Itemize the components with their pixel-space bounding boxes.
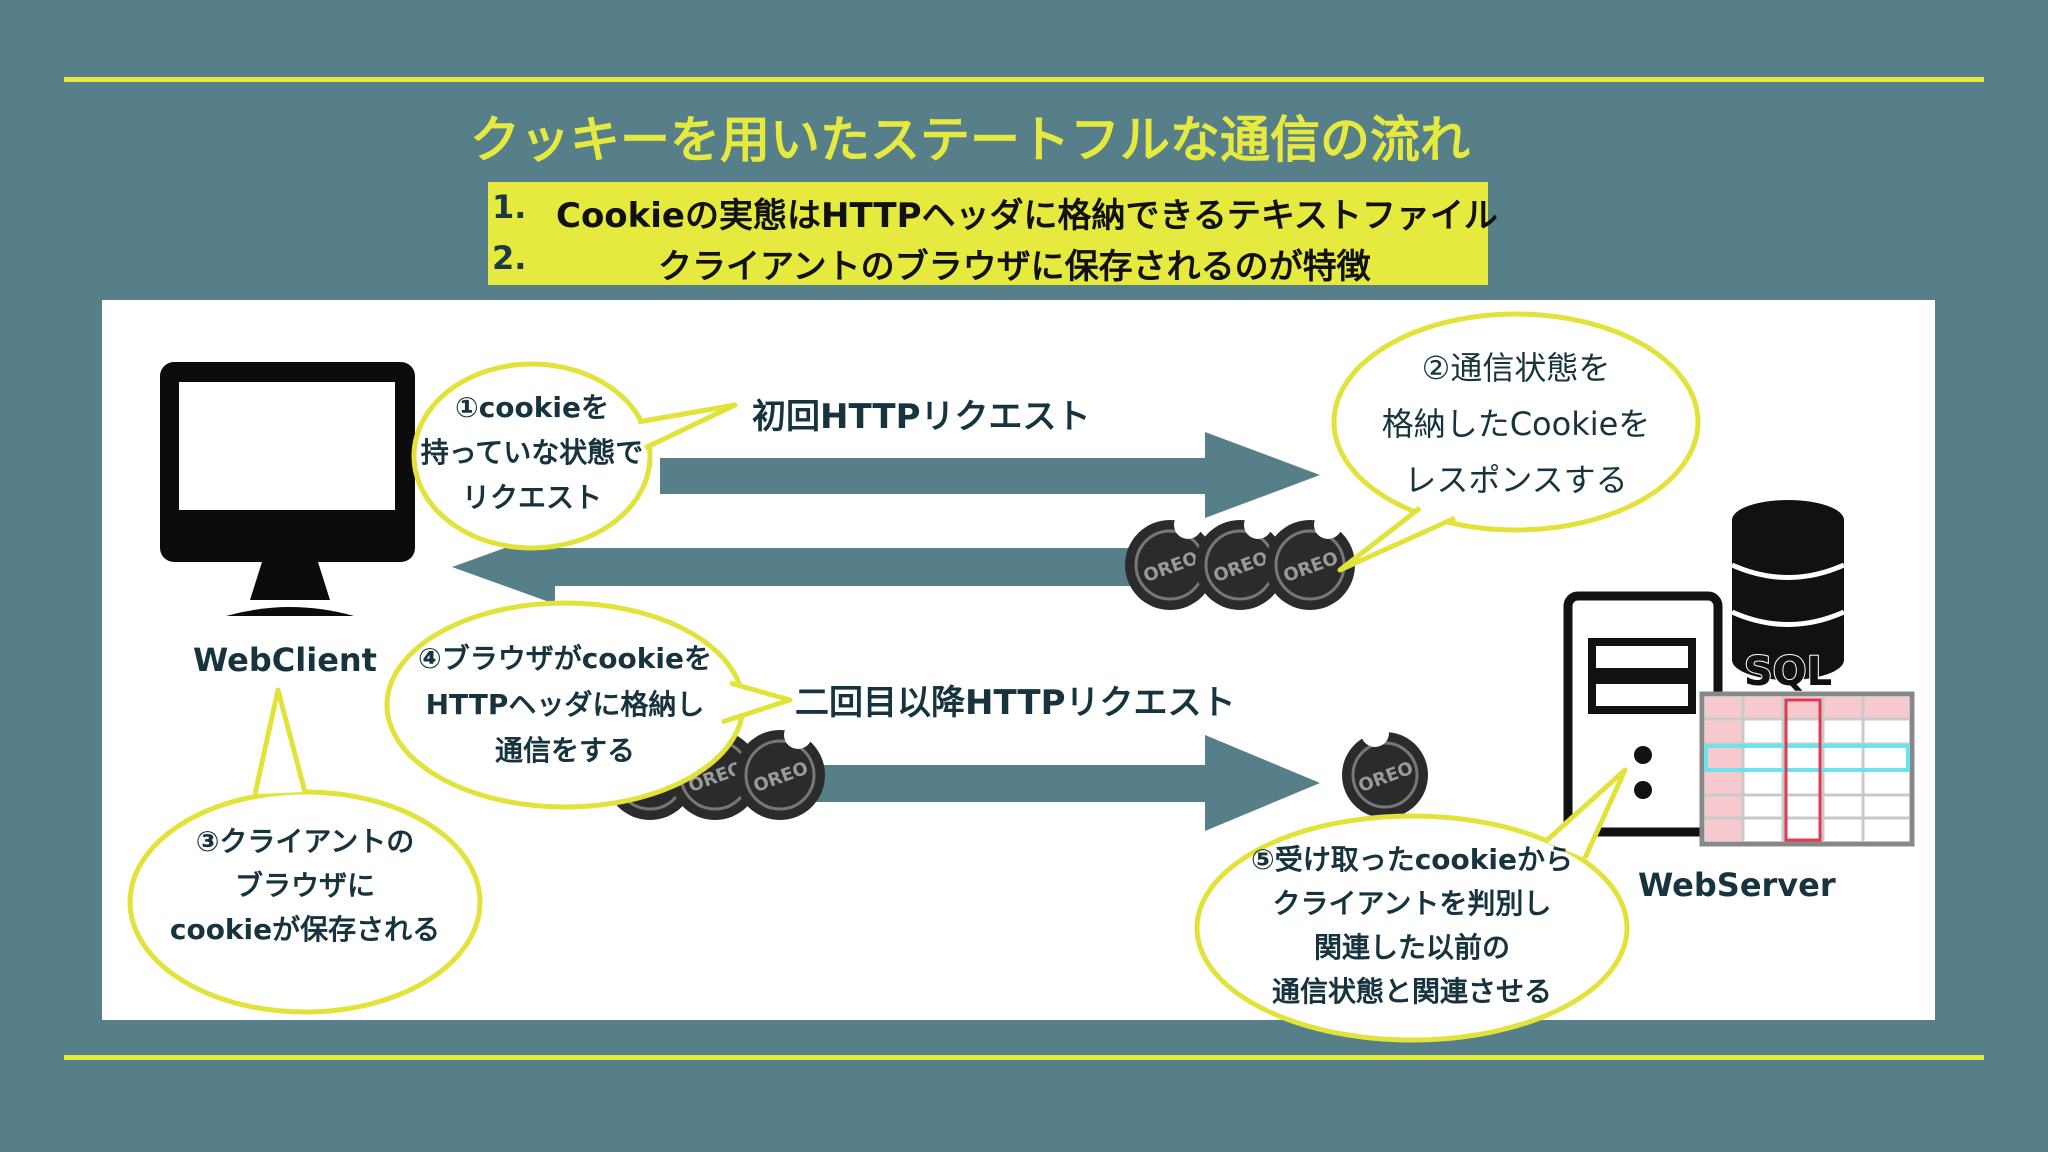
monitor-icon [160, 362, 415, 616]
top-rule [64, 77, 1984, 82]
bubble-2-text: ②通信状態を 格納したCookieを レスポンスする [1346, 340, 1686, 508]
key-point-number: 1. [492, 188, 527, 226]
second-request-arrow [660, 735, 1320, 831]
bubble-3-line: ③クライアントの [195, 825, 415, 858]
speech-bubble-3 [127, 687, 483, 1015]
bubble-5-line: クライアントを判別し [1272, 887, 1552, 920]
speech-bubble-4 [384, 600, 793, 810]
bubble-1-line: 持っていな状態で [420, 436, 644, 469]
key-point-number: 2. [492, 239, 527, 277]
key-point-text: Cookieの実態はHTTPヘッダに格納できるテキストファイル [556, 196, 1498, 236]
bubble-1-line: ①cookieを [455, 391, 609, 424]
response-arrow [452, 530, 1168, 604]
first-request-arrow [660, 432, 1320, 518]
sql-label: SQL [1744, 649, 1832, 695]
bubble-1-line: リクエスト [461, 481, 602, 514]
bubble-5-line: 通信状態と関連させる [1271, 975, 1552, 1008]
bubble-2-line: ②通信状態を [1421, 349, 1611, 387]
key-points-box: 1. Cookieの実態はHTTPヘッダに格納できるテキストファイル 2. クラ… [488, 182, 1498, 287]
bubble-5-text: ⑤受け取ったcookieから クライアントを判別し 関連した以前の 通信状態と関… [1222, 838, 1602, 1014]
key-point-2: 2. クライアントのブラウザに保存されるのが特徴 [488, 235, 1488, 287]
bubble-2-line: レスポンスする [1404, 461, 1628, 499]
first-request-label: 初回HTTPリクエスト [752, 397, 1091, 437]
speech-bubble-5 [1194, 767, 1630, 1043]
cookie-icon-server: OREO [1342, 719, 1428, 818]
server-icon [1563, 591, 1723, 837]
bubble-3-line: cookieが保存される [169, 913, 441, 946]
bubble-1-text: ①cookieを 持っていな状態で リクエスト [402, 385, 662, 520]
bottom-rule [64, 1055, 1984, 1060]
slide-title: クッキーを用いたステートフルな通信の流れ [0, 100, 2048, 170]
speech-bubble-1 [411, 361, 738, 551]
key-point-1: 1. Cookieの実態はHTTPヘッダに格納できるテキストファイル [488, 184, 1498, 236]
cookie-icon-group-response: OREO OREO OREO [1125, 511, 1355, 610]
second-request-label: 二回目以降HTTPリクエスト [795, 683, 1236, 723]
bubble-5-line: ⑤受け取ったcookieから [1251, 843, 1573, 876]
bubble-4-line: 通信をする [494, 734, 635, 767]
bubble-3-text: ③クライアントの ブラウザに cookieが保存される [150, 820, 460, 952]
key-point-text: クライアントのブラウザに保存されるのが特徴 [658, 247, 1371, 287]
bubble-4-line: HTTPヘッダに格納し [425, 688, 705, 721]
bubble-2-line: 格納したCookieを [1381, 405, 1651, 443]
bubble-4-text: ④ブラウザがcookieを HTTPヘッダに格納し 通信をする [395, 636, 735, 774]
client-label: WebClient [193, 641, 377, 679]
speech-bubble-2 [1331, 311, 1701, 573]
database-icon: SQL [1730, 500, 1846, 696]
bubble-3-line: ブラウザに [234, 869, 375, 902]
bubble-5-line: 関連した以前の [1313, 931, 1510, 964]
server-label: WebServer [1638, 866, 1836, 904]
data-table-icon [1699, 691, 1915, 847]
slide-title-text: クッキーを用いたステートフルな通信の流れ [470, 111, 1470, 169]
bubble-4-line: ④ブラウザがcookieを [418, 642, 712, 675]
